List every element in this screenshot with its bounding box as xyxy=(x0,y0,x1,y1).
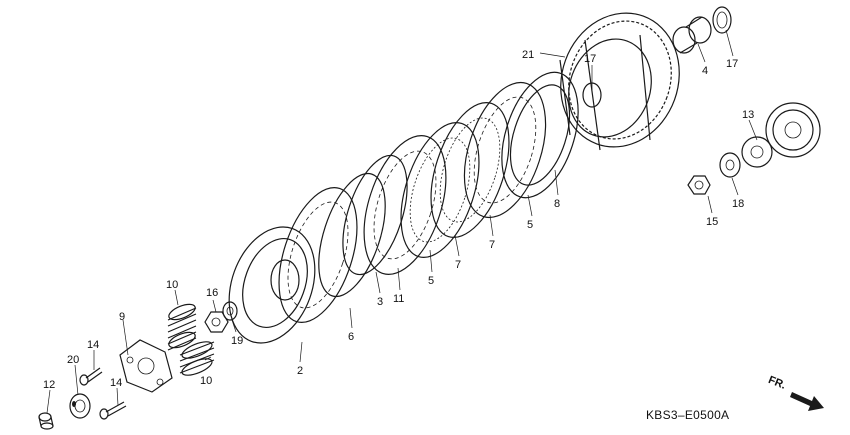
callout-17-a: 17 xyxy=(584,53,596,65)
callout-17-b: 17 xyxy=(726,58,738,70)
callout-21: 21 xyxy=(522,49,534,61)
clutch-disc-outer xyxy=(463,81,547,219)
callouts: 21 17 4 17 13 8 5 7 7 5 11 3 6 2 15 18 1… xyxy=(43,49,754,391)
callout-12: 12 xyxy=(43,379,55,391)
callout-6: 6 xyxy=(348,331,354,343)
callout-4: 4 xyxy=(702,65,708,77)
callout-10-b: 10 xyxy=(200,375,212,387)
clutch-outer-housing xyxy=(559,12,680,151)
clutch-collar xyxy=(672,16,712,54)
wire-ring xyxy=(342,154,408,276)
callout-3: 3 xyxy=(377,296,383,308)
small-drive-gear xyxy=(741,136,773,168)
callout-19: 19 xyxy=(231,335,243,347)
flange-bolt-lower xyxy=(99,401,127,420)
lock-nut xyxy=(687,175,711,195)
callout-11: 11 xyxy=(393,293,404,305)
flange-bolt-upper xyxy=(79,367,103,386)
clutch-lifter-plate xyxy=(119,339,173,393)
clutch-lock-nut xyxy=(204,311,229,333)
callout-5-a: 5 xyxy=(527,219,533,231)
callout-7-b: 7 xyxy=(455,259,461,271)
callout-8: 8 xyxy=(554,198,560,210)
callout-9: 9 xyxy=(119,311,125,323)
pressure-plate xyxy=(228,226,316,344)
callout-2: 2 xyxy=(297,365,303,377)
spring-seat xyxy=(318,172,386,298)
thrust-washer-outer xyxy=(712,6,732,34)
ball-bearing xyxy=(69,393,91,419)
callout-18: 18 xyxy=(732,198,744,210)
oil-pump-drive-sprocket xyxy=(765,102,821,158)
callout-14-a: 14 xyxy=(87,339,99,351)
leader-lines xyxy=(46,29,758,414)
front-direction-arrow-icon xyxy=(790,392,824,411)
diagram-code: KBS3–E0500A xyxy=(646,408,730,422)
lock-washer xyxy=(719,152,741,178)
clutch-spring-lower xyxy=(179,341,215,376)
clutch-plate-a xyxy=(430,102,510,238)
callout-14-b: 14 xyxy=(110,377,122,389)
callout-13: 13 xyxy=(742,109,754,121)
clutch-spring-upper xyxy=(167,303,197,351)
clutch-washer xyxy=(222,301,238,321)
callout-16: 16 xyxy=(206,287,218,299)
callout-7-a: 7 xyxy=(489,239,495,251)
callout-10-a: 10 xyxy=(166,279,178,291)
clutch-judder-disc xyxy=(278,187,358,323)
callout-20: 20 xyxy=(67,354,79,366)
clutch-center xyxy=(501,71,579,199)
clutch-disc-inner xyxy=(363,135,447,275)
clutch-lifter-piece xyxy=(38,412,54,430)
callout-5-b: 5 xyxy=(428,275,434,287)
callout-15: 15 xyxy=(706,216,718,228)
